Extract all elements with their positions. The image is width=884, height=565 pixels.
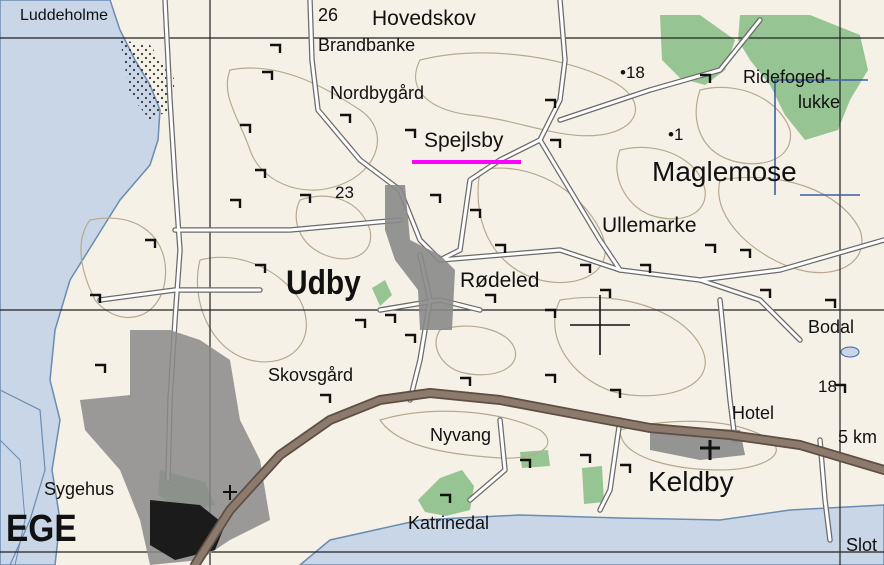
place-keldby: Keldby [648, 466, 734, 497]
place-skovsgard: Skovsgård [268, 365, 354, 385]
main-road [190, 388, 884, 565]
building-symbols [90, 43, 847, 503]
place-spejlsby[interactable]: Spejlsby [424, 129, 504, 152]
contour-lines [80, 52, 863, 471]
boundary-line [774, 79, 868, 195]
place-maglemose: Maglemose [652, 156, 797, 187]
place-ridefoged: Ridefoged- [743, 67, 832, 87]
forest-katrinedal [418, 470, 474, 516]
crossing-marker [570, 295, 630, 355]
forest-udby [372, 280, 392, 306]
church-icon [700, 440, 720, 460]
elevation-18-east: 18 [818, 377, 837, 396]
place-hotel: Hotel [732, 403, 775, 423]
place-rodeled: Rødeled [460, 269, 540, 292]
place-lukke: lukke [798, 92, 841, 112]
place-brandbanke: Brandbanke [318, 35, 416, 55]
stege-built-up [80, 330, 270, 565]
place-nordbygard: Nordbygård [330, 83, 425, 103]
pond [840, 346, 860, 358]
place-slot: Slot [846, 535, 878, 555]
elevation-26: 26 [318, 5, 339, 25]
udby-built-up [385, 185, 455, 330]
place-sygehus: Sygehus [44, 479, 115, 499]
forest-nyvang [520, 450, 550, 468]
forest-northeast [738, 15, 868, 140]
elevation-1: •1 [668, 125, 684, 144]
place-katrinedal: Katrinedal [408, 513, 490, 533]
elevation-23: 23 [335, 183, 354, 202]
water-south [298, 504, 884, 565]
place-udby: Udby [286, 264, 361, 302]
place-bodal: Bodal [808, 317, 855, 337]
shore-line [0, 389, 46, 565]
forest-keldby [582, 466, 604, 504]
shore-line [0, 439, 26, 565]
marsh-area [120, 40, 175, 120]
church-icon [223, 485, 237, 500]
place-hovedskov: Hovedskov [372, 7, 476, 30]
place-luddeholme: Luddeholme [20, 7, 109, 24]
distance-5km: 5 km [838, 427, 878, 447]
forest-north [660, 15, 735, 85]
place-ullemarke: Ullemarke [602, 214, 697, 237]
elevation-18: •18 [620, 63, 645, 82]
place-nyvang: Nyvang [430, 425, 492, 445]
place-stege: EGE [6, 508, 77, 550]
